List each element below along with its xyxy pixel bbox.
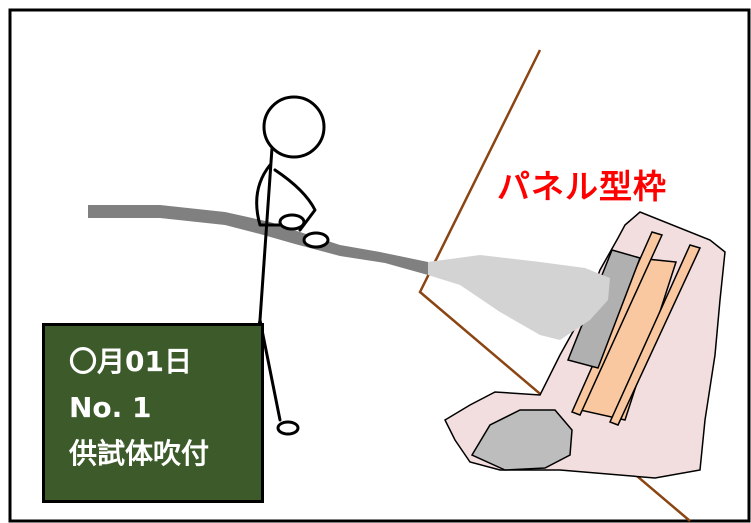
panel-rail-right [608, 244, 702, 426]
panel-formwork-label: パネル型枠 [497, 167, 667, 206]
spray-hose [88, 205, 428, 275]
spray-cloud [428, 255, 610, 340]
concrete-pile [470, 409, 573, 471]
chalkboard-sign: 〇月01日 No. 1 供試体吹付 [42, 323, 264, 503]
board-number: No. 1 [69, 391, 152, 424]
board-description: 供試体吹付 [69, 437, 210, 470]
board-date: 〇月01日 [69, 345, 192, 378]
